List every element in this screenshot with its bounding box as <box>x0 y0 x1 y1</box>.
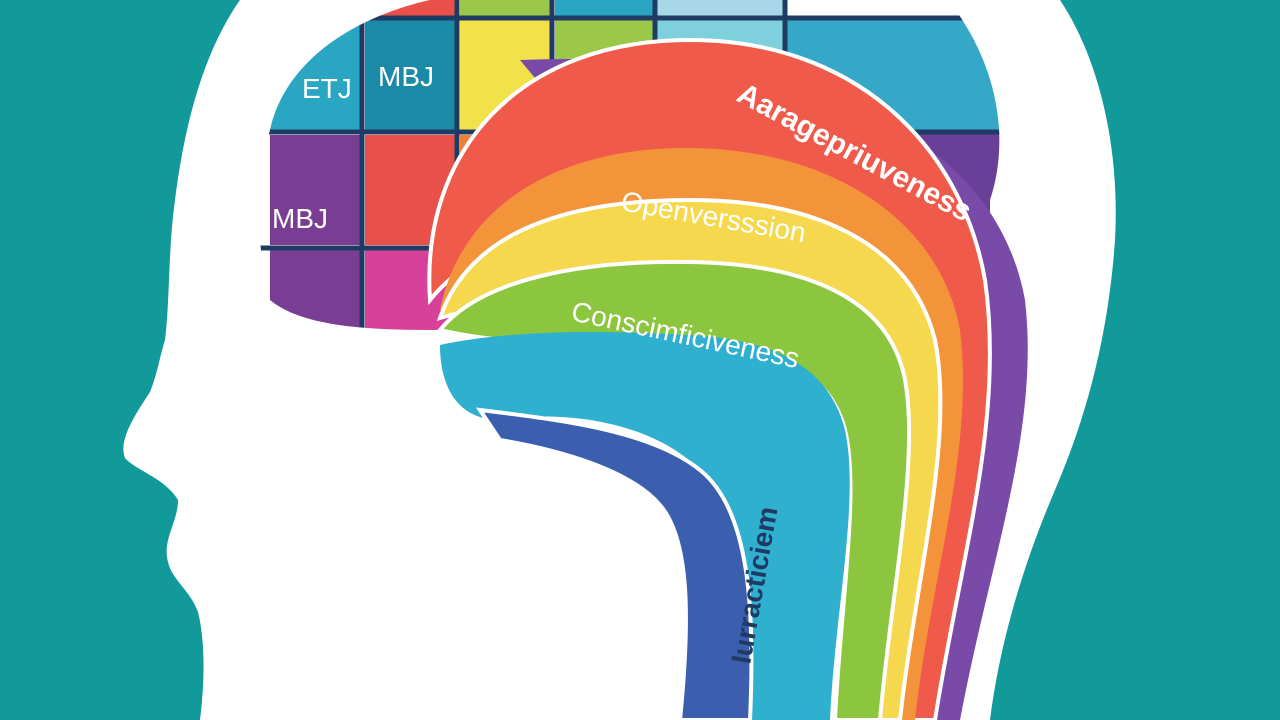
grid-label: ETJ <box>302 73 352 104</box>
grid-label: MBJ <box>378 61 434 92</box>
grid-cell <box>270 135 360 245</box>
band-orange <box>440 147 964 720</box>
grid-cell <box>555 0 655 18</box>
trait-bands <box>427 37 1028 720</box>
grid-cell <box>460 0 550 18</box>
grid-label: MBJ <box>272 203 328 234</box>
grid-cell <box>655 0 785 18</box>
grid-cell <box>365 20 455 130</box>
